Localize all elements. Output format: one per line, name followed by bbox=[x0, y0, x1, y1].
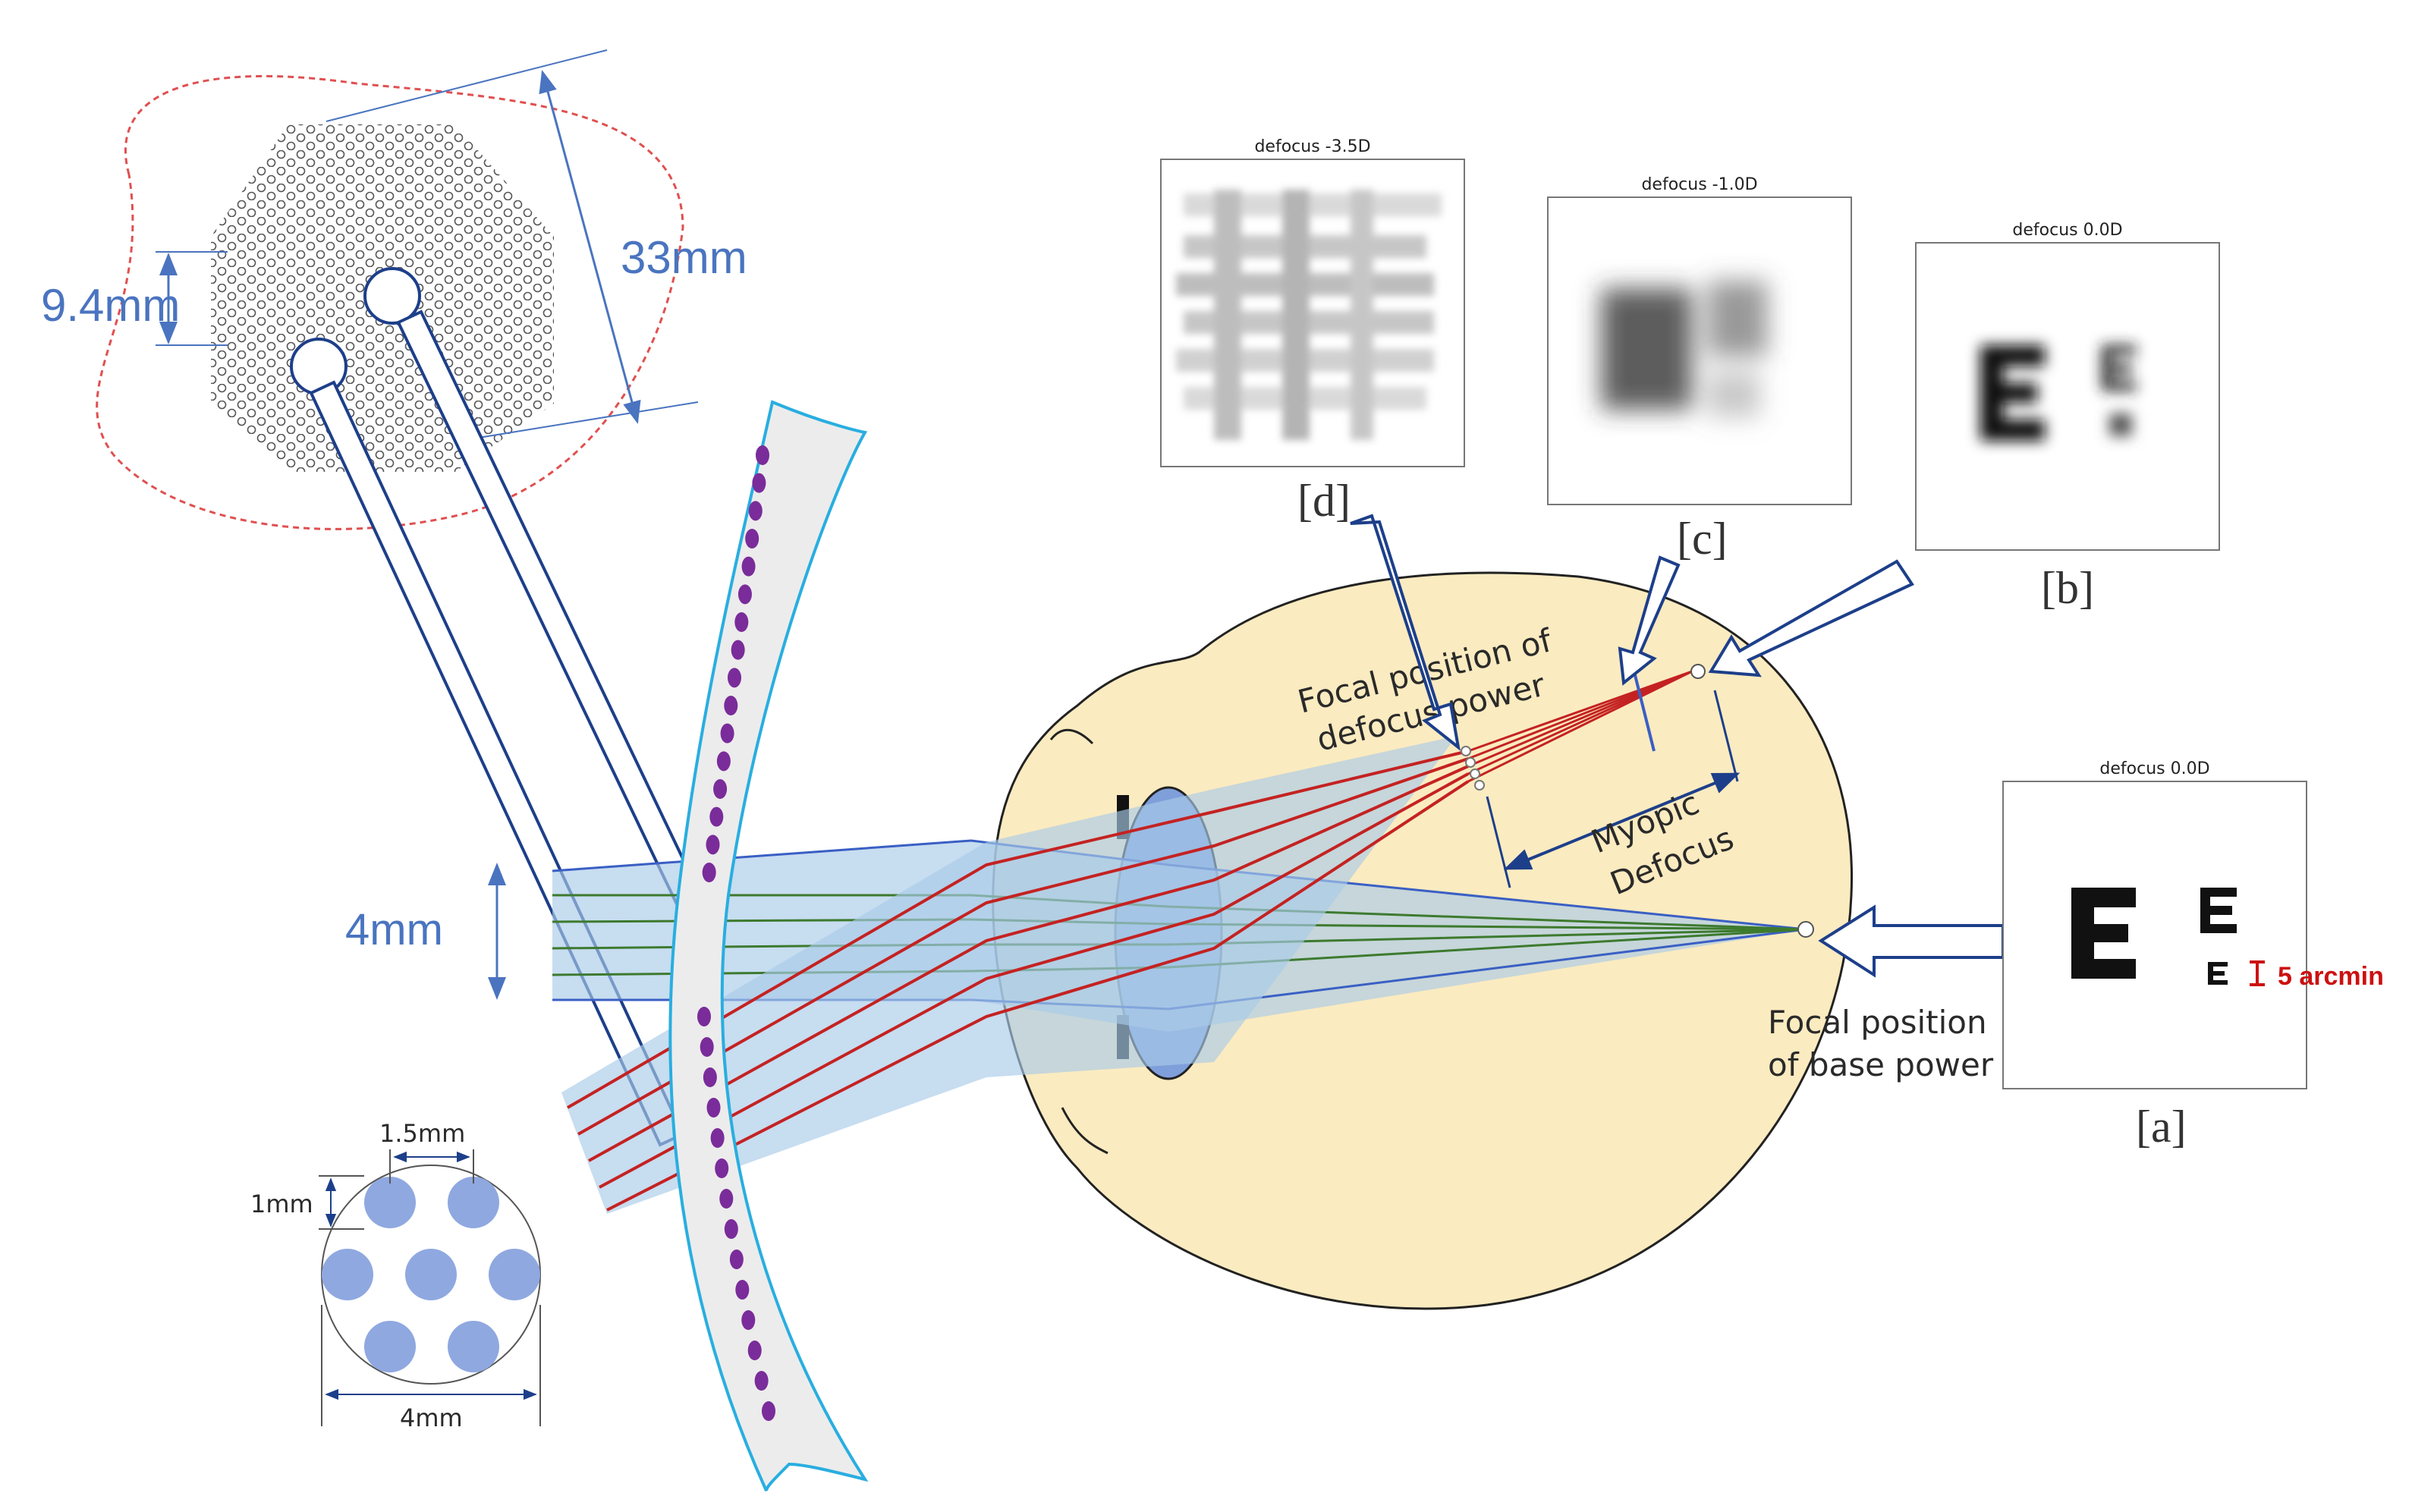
defocus-power-beam bbox=[561, 670, 1693, 1214]
lenslet-bump bbox=[697, 1007, 711, 1026]
lenslet-bump bbox=[741, 556, 756, 577]
retina-defocus-point bbox=[1690, 664, 1706, 679]
lenslet-bump bbox=[748, 501, 763, 521]
panel-c-tag: [c] bbox=[1677, 514, 1728, 564]
lenslet-bump bbox=[702, 863, 716, 882]
lenslet-bump bbox=[715, 1158, 729, 1178]
panel-b-tag: [b] bbox=[2041, 563, 2094, 613]
lenslet-bump bbox=[724, 1219, 738, 1239]
lenslet-bump bbox=[719, 1189, 734, 1209]
lenslet-bump bbox=[706, 835, 720, 855]
lenslet-bump bbox=[724, 696, 738, 715]
spot-spacing-label: 1.5mm bbox=[379, 1119, 465, 1148]
lenslet-large-circle bbox=[363, 267, 421, 325]
lenslet-bump bbox=[729, 1250, 744, 1269]
lenslet-bump bbox=[720, 723, 734, 743]
spot-size-label: 1mm bbox=[250, 1190, 313, 1218]
lenslet-bump bbox=[756, 445, 769, 465]
lenslet-bump bbox=[727, 668, 741, 688]
lenslet-bump bbox=[752, 473, 766, 493]
focal-base-label-line2: of base power bbox=[1768, 1046, 1994, 1083]
pointer-arrows bbox=[1350, 514, 2005, 978]
panel-b: defocus 0.0D [b] bbox=[1915, 221, 2220, 613]
lenslet-bump bbox=[731, 640, 745, 660]
lenslet-bump bbox=[709, 806, 724, 827]
panel-d-tag: [d] bbox=[1297, 476, 1351, 526]
lens-diameter-dimension bbox=[325, 49, 699, 442]
pupil-diameter-label: 4mm bbox=[400, 1404, 463, 1432]
beam-width-label: 4mm bbox=[345, 905, 443, 954]
myopic-defocus-dimension bbox=[1486, 690, 1741, 888]
panel-a-letters bbox=[2071, 888, 2237, 985]
defocus-focal-points bbox=[1461, 746, 1485, 791]
lenslet-bump bbox=[706, 1098, 721, 1117]
lenslet-bump bbox=[713, 779, 728, 799]
pupil-spot-diagram bbox=[319, 1149, 541, 1426]
arcmin-label: 5 arcmin bbox=[2278, 962, 2384, 991]
panel-a-title: defocus 0.0D bbox=[2099, 759, 2209, 778]
panel-d: defocus -3.5D [d] bbox=[1160, 137, 1465, 526]
lenslet-bump bbox=[754, 1371, 769, 1391]
retina-base-focal-point bbox=[1797, 921, 1814, 938]
lenslet-bump bbox=[700, 1037, 714, 1057]
panel-a: 5 arcmin defocus 0.0D [a] bbox=[2002, 759, 2384, 1152]
lenslet-bumps bbox=[697, 445, 775, 1421]
panel-c-title: defocus -1.0D bbox=[1641, 175, 1757, 194]
lenslet-bump bbox=[737, 584, 752, 605]
spectacle-lens-section bbox=[668, 400, 869, 1492]
arcmin-indicator bbox=[2250, 960, 2265, 986]
lenslet-bump bbox=[747, 1341, 762, 1360]
panel-d-title: defocus -3.5D bbox=[1254, 137, 1370, 156]
panel-a-tag: [a] bbox=[2136, 1102, 2187, 1152]
lenslet-bump bbox=[716, 751, 731, 772]
panel-b-title: defocus 0.0D bbox=[2012, 221, 2122, 240]
lenslet-bump bbox=[741, 1310, 756, 1330]
lens-diameter-label: 33mm bbox=[621, 232, 747, 283]
lenslet-spacing-label: 9.4mm bbox=[41, 280, 180, 331]
lenslet-bump bbox=[762, 1401, 775, 1421]
lenslet-spacing-dimension bbox=[156, 251, 228, 346]
lenslet-bump bbox=[734, 612, 749, 632]
lenslet-bump bbox=[703, 1067, 717, 1087]
panel-c: defocus -1.0D [c] bbox=[1547, 175, 1852, 564]
lenslet-bump bbox=[745, 529, 759, 549]
lenslet-small-circle bbox=[290, 338, 347, 395]
lenslet-bump bbox=[710, 1128, 725, 1148]
focal-base-label-line1: Focal position bbox=[1768, 1004, 1987, 1041]
lenslet-bump bbox=[735, 1280, 750, 1300]
